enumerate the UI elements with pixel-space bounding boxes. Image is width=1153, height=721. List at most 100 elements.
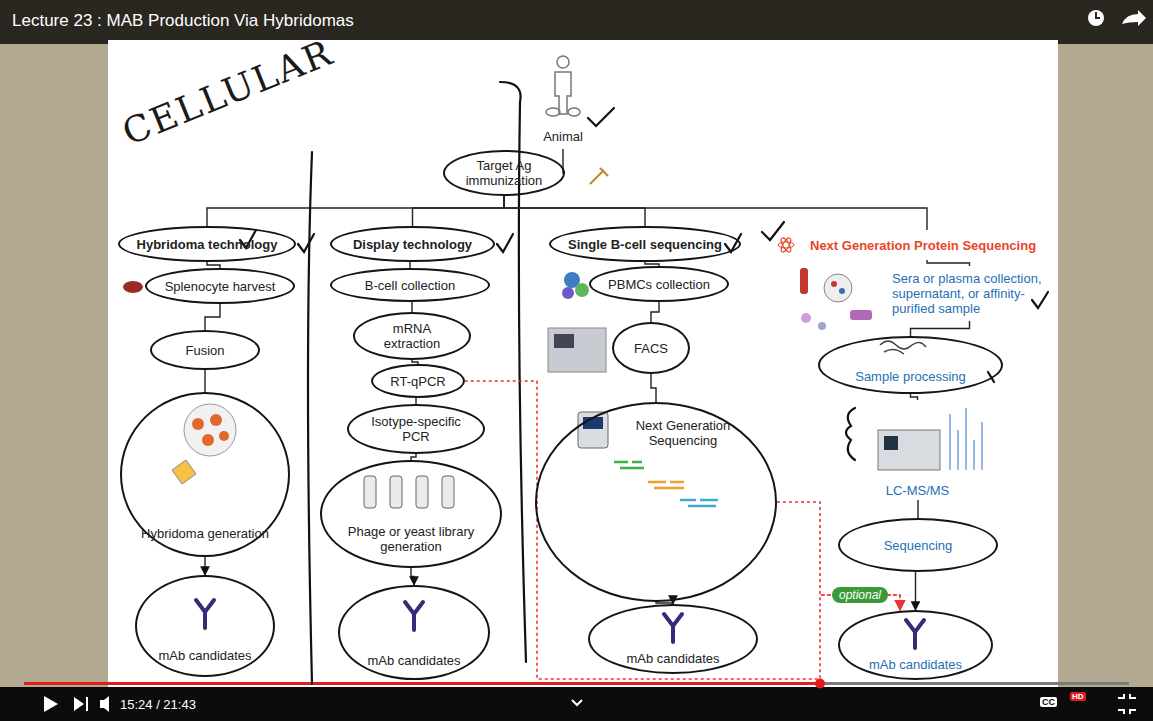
edge-label: optional	[832, 587, 888, 603]
slide	[108, 40, 1058, 688]
node-text: Sera or plasma collection, supernatant, …	[892, 271, 1047, 316]
node-text: Next Generation Protein Sequencing	[810, 238, 1036, 253]
node-text: Display technology	[353, 237, 472, 252]
captions-icon: CC	[1040, 697, 1057, 707]
node-text: RT-qPCR	[390, 374, 445, 389]
title-bar	[0, 0, 1153, 44]
connector	[651, 374, 656, 402]
circled-step: mAb candidates	[338, 585, 490, 680]
connector	[917, 500, 918, 518]
protein-strand-icon	[880, 341, 926, 354]
connector	[651, 302, 659, 322]
chevron-icon	[572, 700, 582, 705]
connector	[205, 304, 220, 330]
connector	[207, 196, 504, 226]
connector	[204, 370, 205, 392]
progress-thumb	[815, 679, 825, 689]
connector	[915, 572, 916, 610]
connector	[411, 568, 414, 585]
hand-annotations	[240, 82, 1048, 684]
circled-step: Splenocyte harvest	[145, 268, 295, 304]
circled-step: PBMCs collection	[589, 266, 729, 302]
node-text: Isotype-specific PCR	[361, 414, 471, 444]
circled-step: Sequencing	[838, 518, 998, 572]
circled-step: Target Ag immunization	[443, 150, 565, 196]
circled-step: Isotype-specific PCR	[347, 404, 485, 454]
syringe-icon	[590, 168, 608, 184]
share-icon	[1122, 10, 1146, 26]
circled-step: B-cell collection	[330, 268, 490, 302]
atom-icon	[778, 237, 794, 254]
hd-badge: HD	[1070, 692, 1086, 701]
next-icon	[74, 697, 88, 711]
text-node: Next Generation Protein Sequencing	[798, 230, 1056, 260]
circled-step: mRNA extraction	[353, 312, 471, 360]
animal-icon	[546, 56, 580, 116]
sample-tubes-icon	[800, 268, 872, 330]
node-text: Target Ag immunization	[457, 158, 551, 188]
circled-step: Hybridoma technology	[118, 226, 297, 262]
circled-step: mAb candidates	[838, 610, 993, 680]
dotted-connector	[777, 502, 900, 610]
node-text: Hybridoma generation	[141, 526, 269, 541]
video-title: Lecture 23 : MAB Production Via Hybridom…	[12, 11, 354, 31]
fullscreen-icon	[1118, 694, 1136, 714]
connector	[411, 302, 412, 312]
text-node: Animal	[529, 124, 597, 149]
circled-step: RT-qPCR	[371, 364, 464, 398]
node-text: Sequencing	[884, 538, 953, 553]
node-text: FACS	[634, 341, 668, 356]
time-readout: 15:24 / 21:43	[120, 697, 196, 712]
library-tubes-icon	[364, 476, 454, 508]
sequencer-icon	[578, 412, 608, 448]
text-node: LC-MS/MS	[860, 400, 975, 500]
node-text: Phage or yeast library generation	[334, 524, 488, 554]
facs-machine	[548, 328, 606, 372]
node-text: Next Generation Sequencing	[607, 418, 759, 448]
connector	[911, 394, 918, 400]
control-bar	[0, 687, 1153, 721]
spleen-icon	[123, 281, 143, 293]
clock-icon	[1088, 10, 1104, 26]
circled-step: Single B-cell sequencing	[549, 226, 741, 262]
circled-step: Sample processing	[818, 336, 1003, 394]
progress-track	[24, 682, 1129, 685]
pbmc-icon	[562, 272, 589, 299]
node-text: B-cell collection	[365, 278, 455, 293]
circled-step: Phage or yeast library generation	[320, 460, 502, 568]
circled-step: Display technology	[330, 226, 495, 262]
node-text: mAb candidates	[367, 653, 460, 668]
circled-step: mAb candidates	[588, 604, 758, 674]
node-text: mAb candidates	[626, 651, 719, 666]
node-text: LC-MS/MS	[886, 483, 950, 498]
antibody-icons	[196, 600, 924, 648]
text-node: Sera or plasma collection, supernatant, …	[880, 266, 1059, 321]
dotted-connector	[465, 381, 900, 679]
node-text: Hybridoma technology	[137, 237, 278, 252]
node-text: mAb candidates	[158, 648, 251, 663]
node-text: PBMCs collection	[608, 277, 710, 292]
node-text: mAb candidates	[869, 657, 962, 672]
circled-step: mAb candidates	[135, 575, 275, 677]
connector	[927, 260, 970, 266]
connector	[504, 196, 927, 230]
connector	[504, 196, 645, 226]
circled-step: Next Generation Sequencing	[535, 402, 777, 602]
circled-step: Fusion	[150, 330, 260, 370]
volume-icon	[100, 696, 109, 712]
connector	[204, 557, 205, 575]
connector	[911, 321, 970, 336]
node-text: mRNA extraction	[367, 321, 457, 351]
node-text: Fusion	[185, 343, 224, 358]
sequence-reads	[614, 462, 718, 506]
node-text: Animal	[543, 129, 583, 144]
node-text: Single B-cell sequencing	[568, 237, 722, 252]
node-text: Sample processing	[855, 369, 966, 384]
connector	[413, 196, 505, 226]
hybridoma-icon	[172, 404, 236, 484]
play-icon	[44, 696, 58, 712]
node-text: Splenocyte harvest	[165, 279, 276, 294]
progress-played	[24, 682, 820, 685]
circled-step: FACS	[612, 322, 690, 374]
